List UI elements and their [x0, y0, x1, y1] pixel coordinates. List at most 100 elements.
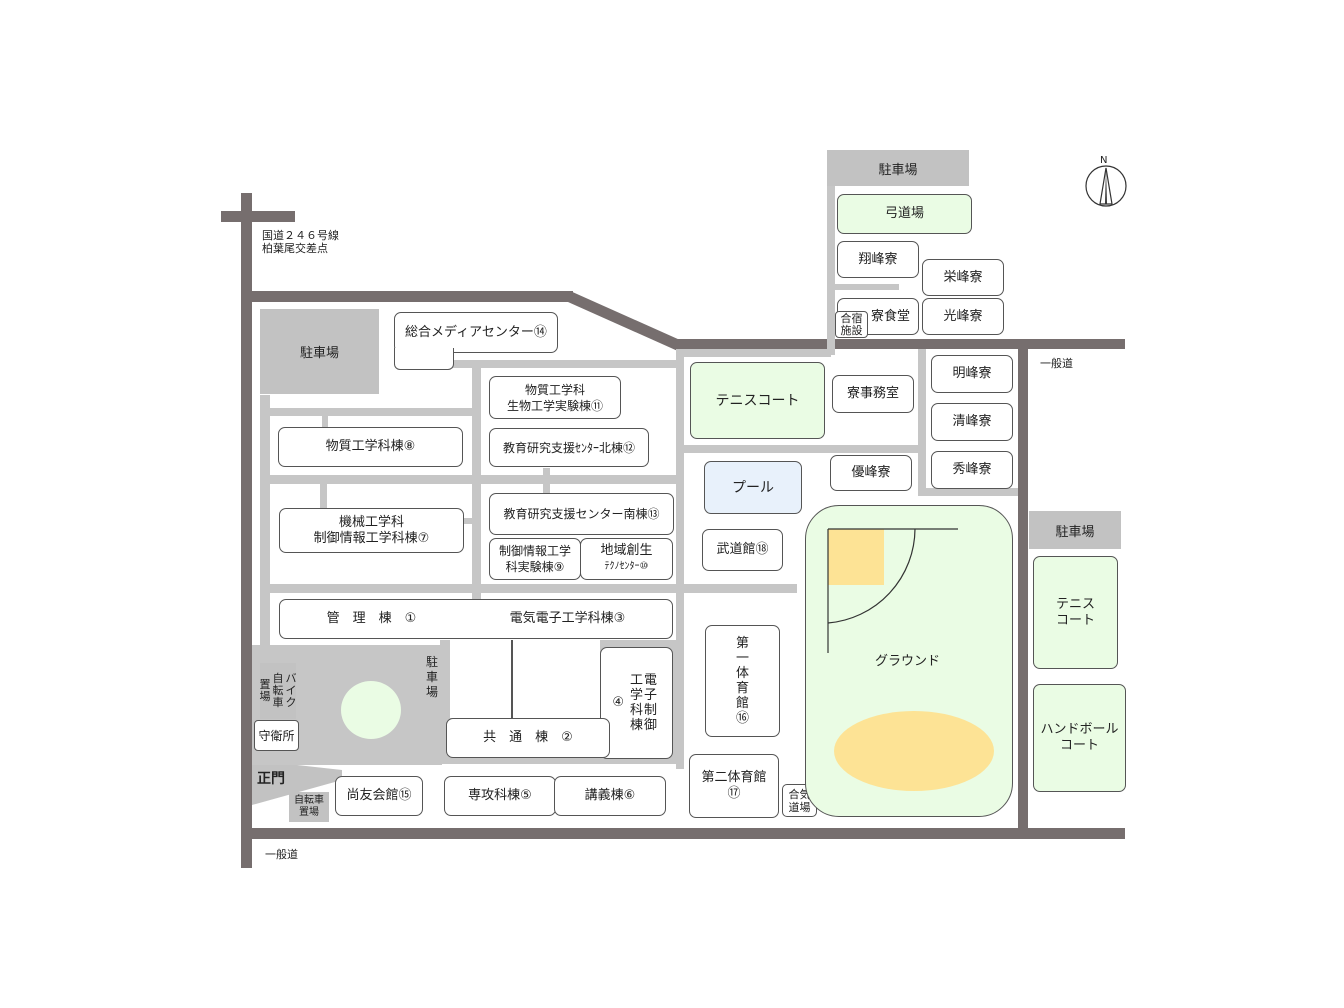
- edu-north-label: 教育研究支援ｾﾝﾀｰ北棟⑫: [502, 440, 635, 455]
- path-dorm-h1: [831, 284, 899, 290]
- road-route-246-cross: [221, 211, 295, 222]
- building-techno-center[interactable]: 地域創生 ﾃｸﾉｾﾝﾀｰ⑩: [580, 538, 673, 580]
- lecture-label: 講義棟⑥: [584, 788, 636, 803]
- guard-label: 守衛所: [258, 728, 295, 743]
- path-dorm-row-vertical: [918, 349, 926, 494]
- path-stub-4: [543, 468, 550, 494]
- building-gym2[interactable]: 第二体育館 ⑰: [689, 754, 779, 818]
- path-stub-1: [322, 416, 328, 434]
- road-south-label: 一般道: [265, 848, 298, 861]
- building-budokan[interactable]: 武道館⑱: [702, 529, 783, 571]
- road-north-boundary: [252, 291, 573, 302]
- court-inner: [450, 640, 600, 718]
- techno-label: 地域創生: [600, 543, 653, 558]
- building-gym1[interactable]: 第 一 体 育 館 ⑯: [705, 625, 780, 737]
- building-common[interactable]: 共 通 棟 ②: [446, 718, 610, 758]
- building-lecture[interactable]: 講義棟⑥: [554, 776, 666, 816]
- path-west-vertical: [260, 395, 270, 650]
- path-row-2: [260, 475, 682, 484]
- path-row-1: [260, 408, 480, 416]
- path-mid-east: [676, 349, 831, 357]
- shoyu-label: 尚友会館⑮: [346, 788, 412, 803]
- main-gate-label: 正門: [257, 771, 285, 787]
- path-row-3: [260, 584, 797, 593]
- building-edu-north[interactable]: 教育研究支援ｾﾝﾀｰ北棟⑫: [489, 428, 649, 467]
- road-gate-approach: [252, 760, 342, 805]
- tennis-east-label: テニス コート: [1055, 596, 1095, 628]
- parking-north: 駐車場: [827, 150, 969, 186]
- bike-lot-label: 置 場: [259, 678, 271, 703]
- tennis-court-east[interactable]: テニス コート: [1033, 556, 1118, 669]
- denshi-label: 工電 学子 科制 棟御: [629, 673, 658, 733]
- bike-parking: 置 場 自 転 車 バ イ ク: [259, 663, 297, 719]
- path-stub-2: [320, 484, 327, 510]
- crossing-label: 国道２４６号線 柏葉尾交差点: [262, 229, 339, 255]
- parking-central: 駐 車 場: [420, 650, 444, 705]
- building-guard[interactable]: 守衛所: [254, 720, 299, 751]
- materials-label: 物質工学科棟⑧: [325, 439, 416, 454]
- kyudo-range[interactable]: 弓道場: [837, 194, 972, 234]
- road-south-boundary: [252, 828, 1125, 839]
- building-shuho[interactable]: 秀峰寮: [931, 451, 1013, 489]
- parking-west-label: 駐車場: [299, 346, 339, 361]
- ground-label: グラウンド: [875, 654, 941, 669]
- building-edu-south[interactable]: 教育研究支援センター南棟⑬: [489, 493, 674, 535]
- compass-icon: [1085, 165, 1127, 207]
- gym1-label: 第 一 体 育 館 ⑯: [735, 636, 749, 726]
- road-east-label: 一般道: [1040, 357, 1073, 370]
- building-dorm-office[interactable]: 寮事務室: [832, 375, 914, 413]
- pool[interactable]: プール: [704, 461, 802, 514]
- techno-sub-label: ﾃｸﾉｾﾝﾀｰ⑩: [604, 561, 649, 572]
- building-camp[interactable]: 合宿 施設: [835, 311, 868, 338]
- north-label: N: [1100, 155, 1108, 166]
- building-media-center[interactable]: 総合メディアセンター⑭: [394, 312, 558, 353]
- path-center-vertical: [472, 360, 481, 600]
- building-denshi-seigyo[interactable]: ④ 工電 学子 科制 棟御: [600, 647, 673, 759]
- parking-east: 駐車場: [1029, 511, 1121, 549]
- path-dorm-vertical: [827, 185, 835, 355]
- road-north-east: [676, 339, 1125, 349]
- path-east-row: [684, 445, 924, 453]
- ground-markings: [827, 528, 994, 791]
- koho-label: 光峰寮: [943, 308, 983, 324]
- eiho-label: 栄峰寮: [943, 269, 983, 285]
- denshi-num-label: ④: [612, 695, 624, 710]
- building-senko[interactable]: 専攻科棟⑤: [444, 776, 556, 816]
- building-meiho[interactable]: 明峰寮: [931, 355, 1013, 393]
- building-eiho[interactable]: 栄峰寮: [922, 259, 1004, 296]
- common-label: 共 通 棟 ②: [483, 730, 573, 745]
- yuho-label: 優峰寮: [851, 465, 891, 480]
- kyudo-label: 弓道場: [884, 206, 924, 221]
- building-shoyu[interactable]: 尚友会館⑮: [335, 776, 423, 816]
- tennis-main-label: テニスコート: [715, 392, 800, 409]
- building-admin-electrical[interactable]: 管 理 棟 ① 電気電子工学科棟③: [279, 599, 673, 639]
- budokan-label: 武道館⑱: [716, 542, 769, 557]
- bicycle-gate-label: 自転車 置場: [294, 795, 324, 818]
- road-diagonal: [565, 290, 683, 352]
- building-materials[interactable]: 物質工学科棟⑧: [278, 427, 463, 467]
- handball-court[interactable]: ハンドボール コート: [1033, 684, 1126, 792]
- motorbike-label: バ イ ク: [285, 672, 297, 709]
- tennis-court-main[interactable]: テニスコート: [690, 362, 825, 439]
- building-koho[interactable]: 光峰寮: [922, 298, 1004, 335]
- control-lab-label: 制御情報工学 科実験棟⑨: [498, 544, 571, 574]
- building-yuho[interactable]: 優峰寮: [830, 455, 912, 491]
- building-shoho[interactable]: 翔峰寮: [837, 241, 919, 278]
- building-mechanical[interactable]: 機械工学科 制御情報工学科棟⑦: [279, 508, 464, 553]
- dorm-office-label: 寮事務室: [846, 386, 899, 401]
- building-control-lab[interactable]: 制御情報工学 科実験棟⑨: [489, 538, 581, 580]
- materials-lab-label: 物質工学科 生物工学実験棟⑪: [506, 382, 603, 413]
- bicycle-parking-gate: 自転車 置場: [289, 792, 329, 822]
- building-materials-lab[interactable]: 物質工学科 生物工学実験棟⑪: [489, 376, 621, 419]
- road-east-boundary: [1018, 346, 1028, 838]
- path-dorm-row-bottom: [918, 488, 1018, 496]
- meiho-label: 明峰寮: [952, 366, 992, 381]
- road-route-246: [241, 193, 252, 868]
- parking-west: 駐車場: [260, 309, 379, 394]
- mechanical-label: 機械工学科 制御情報工学科棟⑦: [313, 514, 430, 546]
- parking-central-label: 駐 車 場: [425, 655, 438, 699]
- admin-label: 管 理 棟 ①: [326, 611, 417, 626]
- building-seiho[interactable]: 清峰寮: [931, 403, 1013, 441]
- handball-label: ハンドボール コート: [1040, 722, 1119, 753]
- parking-east-label: 駐車場: [1055, 524, 1095, 540]
